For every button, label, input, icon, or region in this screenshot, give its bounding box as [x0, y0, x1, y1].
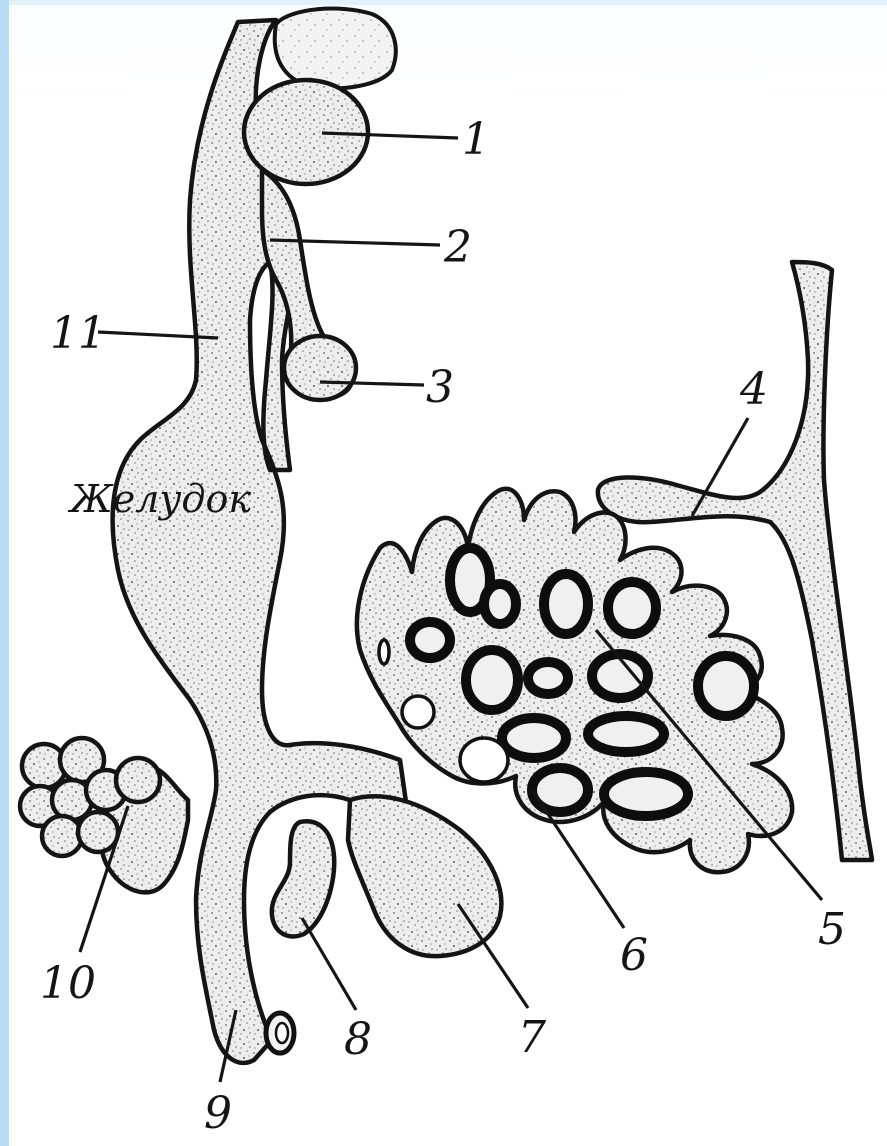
structure-1-top-lobe [275, 9, 396, 89]
stomach-label: Желудок [67, 477, 251, 521]
label-11: 11 [50, 308, 106, 359]
label-4: 4 [739, 364, 768, 415]
label-8: 8 [344, 1014, 372, 1065]
structure-1 [244, 80, 368, 184]
duct-end-9 [266, 1013, 294, 1053]
label-1: 1 [462, 114, 490, 165]
label-10: 10 [40, 958, 96, 1009]
label-2: 2 [443, 222, 472, 273]
structure-3-bulb [284, 336, 356, 400]
label-9: 9 [204, 1088, 232, 1139]
label-3: 3 [426, 362, 454, 413]
label-7: 7 [518, 1012, 546, 1063]
label-6: 6 [620, 930, 648, 981]
label-5: 5 [818, 904, 846, 955]
cluster-structure-10 [20, 738, 188, 892]
